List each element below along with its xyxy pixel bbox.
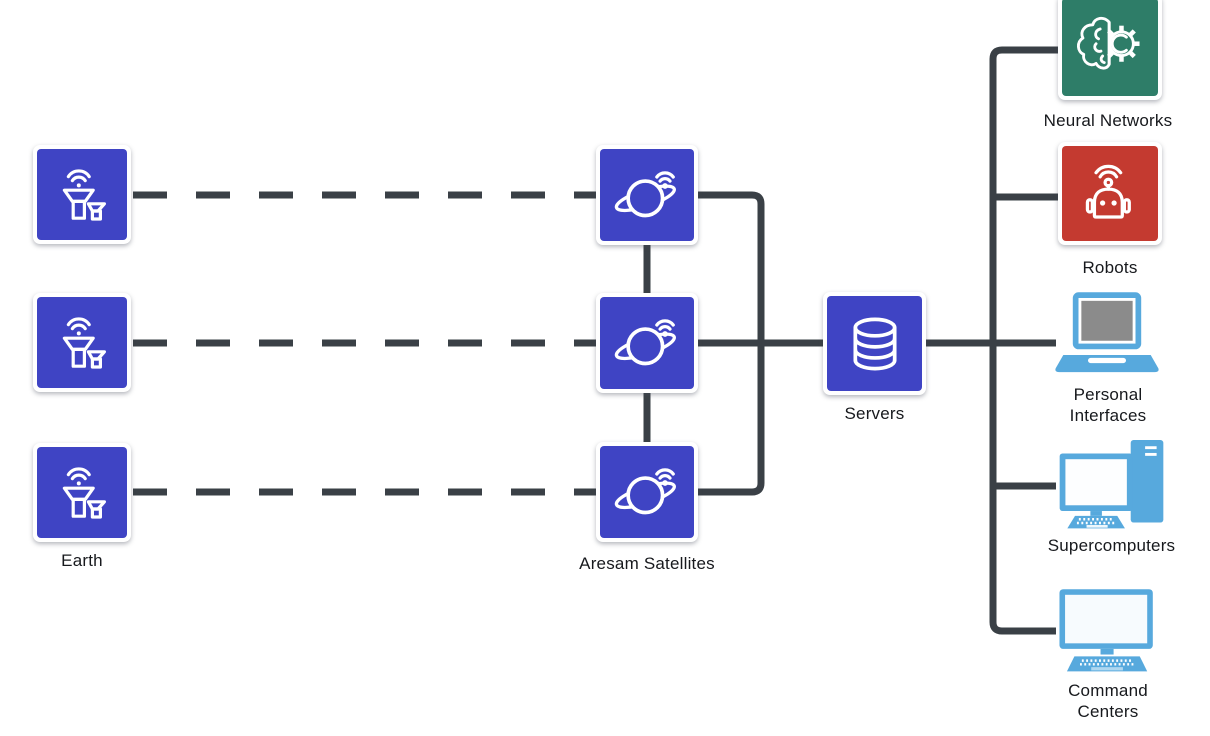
command-centers-label: Command Centers <box>1068 681 1148 721</box>
node-servers[interactable] <box>823 292 926 395</box>
satellite-planet-icon <box>614 468 676 515</box>
database-icon <box>852 317 897 370</box>
satellites-label: Aresam Satellites <box>579 554 715 573</box>
supercomputers-label: Supercomputers <box>1047 536 1176 555</box>
monitor-keyboard-icon <box>1059 589 1153 672</box>
brain-gear-icon <box>1076 16 1140 70</box>
node-earth-2[interactable] <box>33 293 131 392</box>
node-satellite-1[interactable] <box>596 145 698 245</box>
servers-label: Servers <box>844 404 905 423</box>
node-neural-networks[interactable] <box>1058 0 1162 100</box>
ground-station-icon <box>62 316 106 369</box>
laptop-icon <box>1055 292 1159 373</box>
ground-station-icon <box>62 466 106 519</box>
satellite-planet-icon <box>614 171 676 218</box>
node-earth-3[interactable] <box>33 443 131 542</box>
trunk-endpoints <box>989 46 1058 635</box>
personal-interfaces-label: Personal Interfaces <box>1069 385 1147 425</box>
node-earth-1[interactable] <box>33 145 131 244</box>
node-robots[interactable] <box>1058 142 1162 245</box>
robots-label: Robots <box>1082 258 1138 277</box>
node-supercomputers[interactable] <box>1053 440 1170 536</box>
satellite-planet-icon <box>614 319 676 366</box>
robot-icon <box>1085 164 1131 219</box>
workstation-tower-icon <box>1059 440 1164 529</box>
node-satellite-3[interactable] <box>596 442 698 542</box>
node-command-centers[interactable] <box>1052 584 1164 684</box>
node-personal-interfaces[interactable] <box>1050 288 1164 384</box>
ground-station-icon <box>62 168 106 221</box>
node-satellite-2[interactable] <box>596 293 698 393</box>
earth-label: Earth <box>61 551 103 570</box>
neural-networks-label: Neural Networks <box>1043 111 1173 130</box>
